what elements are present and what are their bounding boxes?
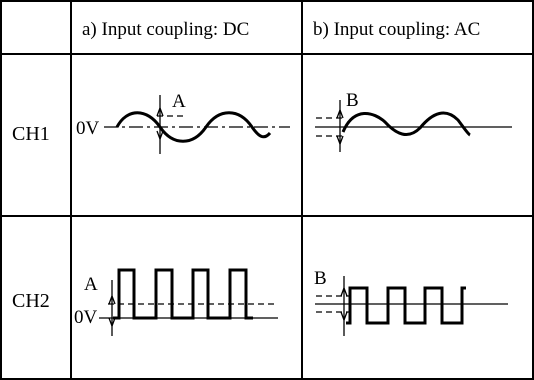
ch2-dc-offset-label: A bbox=[84, 274, 98, 295]
ch2-ac-panel: B bbox=[314, 268, 508, 336]
ch2-ac-down-arrow bbox=[340, 287, 348, 297]
ch2-ac-square-wave bbox=[346, 286, 466, 325]
ch1-dc-down-arrow bbox=[156, 107, 164, 117]
ch2-dc-panel: 0V A bbox=[74, 268, 278, 336]
ch1-dc-sine-wave bbox=[115, 111, 272, 143]
ch1-ac-panel: B bbox=[315, 90, 512, 152]
ch1-dc-zero-volt-label: 0V bbox=[76, 118, 100, 139]
ch2-dc-down-arrow bbox=[108, 295, 116, 305]
header-dc-coupling: a) Input coupling: DC bbox=[82, 19, 249, 40]
ch1-ac-up-arrow bbox=[336, 135, 344, 145]
ch1-dc-offset-label: A bbox=[172, 91, 186, 112]
ch2-dc-zero-volt-label: 0V bbox=[74, 307, 98, 328]
ch1-dc-panel: 0V A bbox=[76, 91, 290, 154]
row-label-ch1: CH1 bbox=[12, 123, 50, 145]
ch2-dc-square-wave bbox=[113, 268, 253, 320]
ch2-ac-up-arrow bbox=[340, 311, 348, 321]
ch1-ac-offset-label: B bbox=[346, 90, 359, 111]
ch2-ac-offset-label: B bbox=[314, 268, 327, 289]
row-label-ch2: CH2 bbox=[12, 290, 50, 312]
ch1-ac-down-arrow bbox=[336, 109, 344, 119]
header-ac-coupling: b) Input coupling: AC bbox=[313, 19, 480, 40]
ch1-ac-sine-wave bbox=[341, 111, 471, 137]
